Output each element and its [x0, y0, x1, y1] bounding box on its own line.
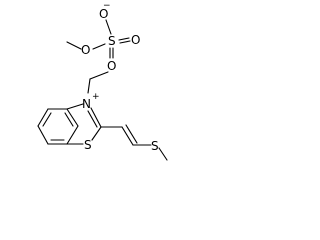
bond-n-ethyl-1	[87, 78, 91, 94]
bond-n-c2-inner	[87, 110, 98, 128]
bond-s-o-minus	[105, 19, 112, 35]
bond-methoxy-methyl	[66, 41, 82, 50]
atom-o-right: O	[131, 33, 140, 47]
bond-vinyl-double	[121, 124, 138, 146]
methyl-sulfate-anion: O − S O O O	[66, 1, 140, 73]
bond-s-o-right-double	[118, 37, 131, 44]
bond-ring-n	[66, 103, 84, 110]
bond-c2-s	[91, 126, 102, 141]
atom-n: N	[82, 97, 91, 111]
bond-n-ethyl-2	[89, 71, 109, 80]
atom-s-sulfate: S	[108, 34, 116, 48]
atom-o-minus: O	[99, 7, 108, 21]
bond-s-o-methoxy	[92, 43, 106, 50]
bond-s-o-bottom-double	[109, 47, 114, 59]
charge-plus: +	[92, 92, 100, 102]
atom-s-ring: S	[84, 138, 92, 152]
structure-diagram: O − S O O O	[37, 1, 168, 161]
benzothiazolium-cation: N + S S	[37, 71, 168, 161]
bond-s-methyl	[158, 147, 168, 161]
benzene-ring	[37, 108, 79, 145]
atom-s-thio: S	[151, 139, 159, 153]
thiazole-ring	[66, 103, 102, 145]
bond-n-c2	[90, 107, 102, 128]
atom-o-methoxy: O	[81, 43, 90, 57]
charge-minus: −	[103, 1, 111, 11]
atom-o-bottom: O	[107, 59, 116, 73]
